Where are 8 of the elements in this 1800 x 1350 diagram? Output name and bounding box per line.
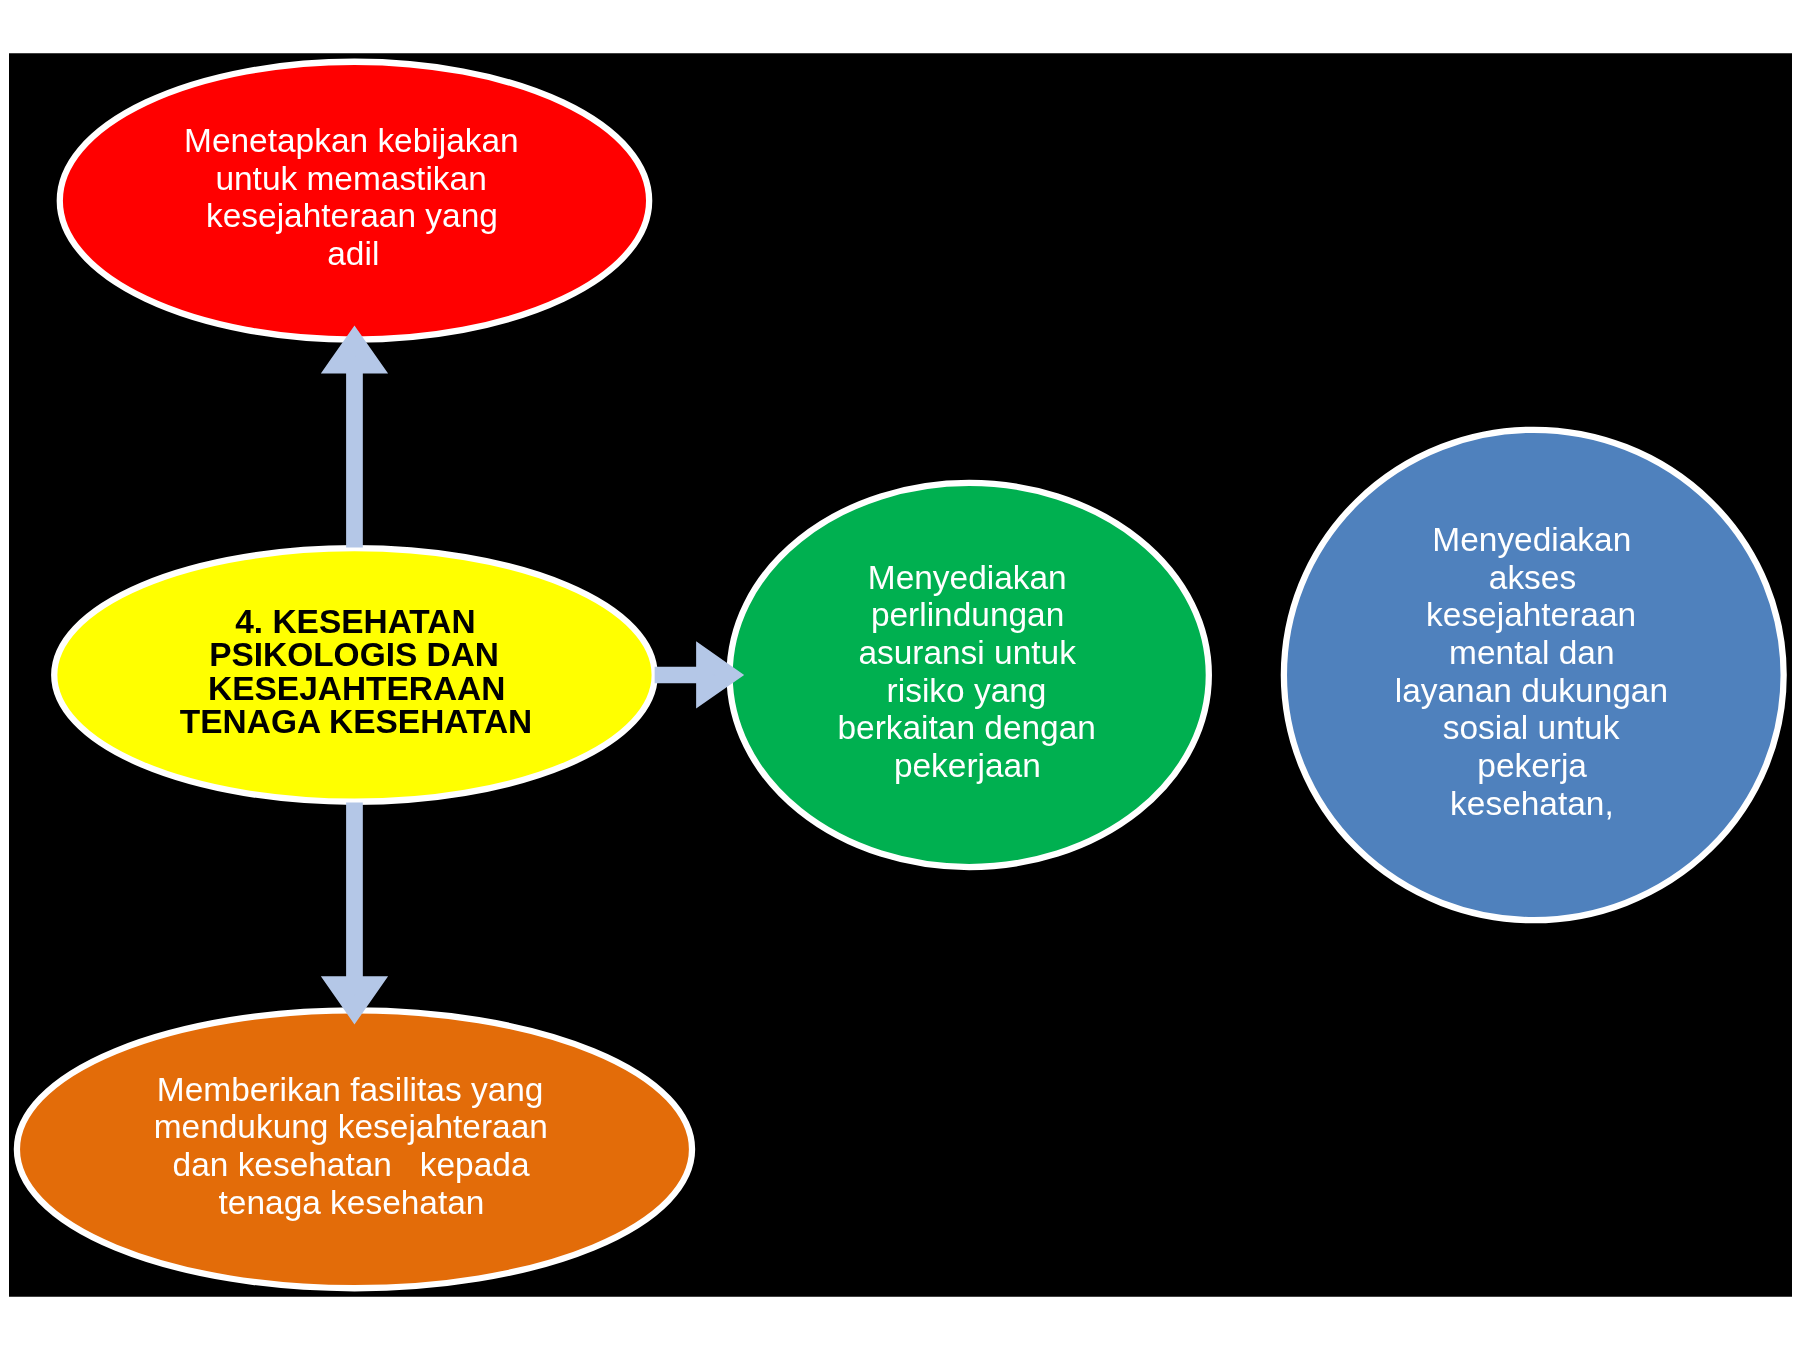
node-ellipse: Menyediakan perlindungan asuransi untuk risiko yang berkaitan dengan pekerjaan: [725, 479, 1212, 871]
node-ellipse: 4. KESEHATAN PSIKOLOGIS DAN KESEJAHTERAAN TENAGA KESEHATAN: [50, 545, 658, 805]
arrow: [320, 325, 388, 548]
node-ellipse: Memberikan fasilitas yang mendukung kesejahteraan dan kesehatan kepada tenaga kesehatan: [13, 1007, 695, 1292]
arrow: [654, 641, 744, 709]
node-ellipse: Menetapkan kebijakan untuk memastikan kesejahteraan yang adil: [56, 58, 652, 343]
node-circle: Menyediakan akses kesejahteraan mental dan layanan dukungan sosial untuk pekerja kesehatan,: [1280, 426, 1787, 924]
arrow: [320, 802, 388, 1025]
